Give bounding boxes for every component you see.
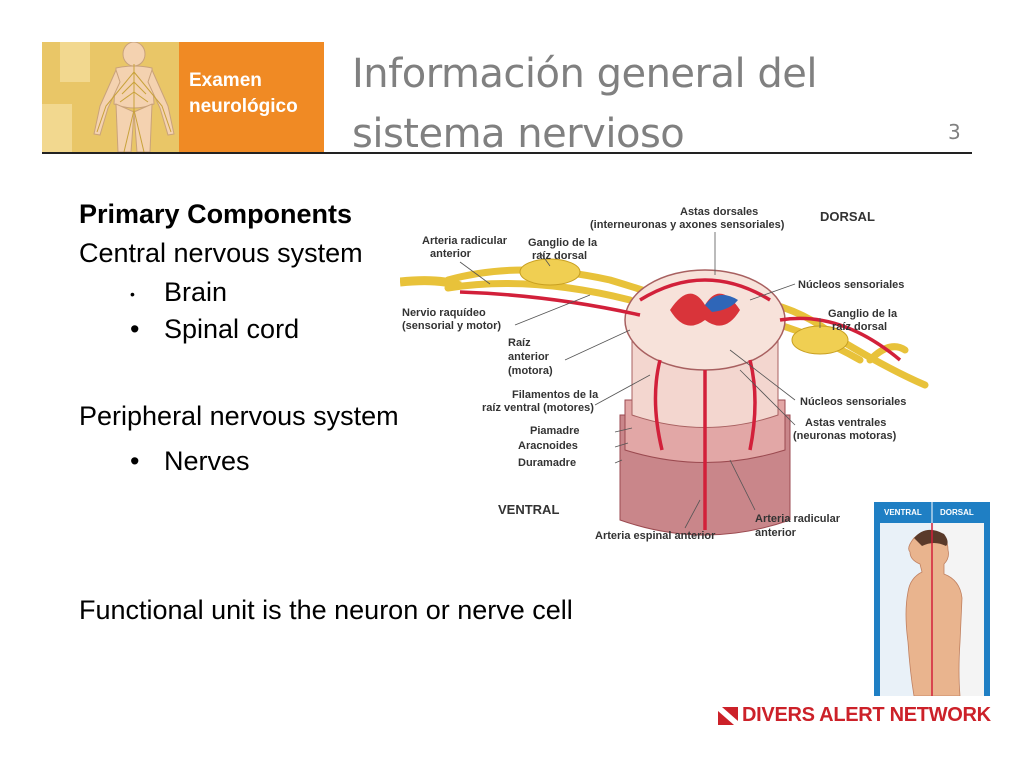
label-ventral: VENTRAL [498,502,559,517]
label-nucleos-sensoriales: Núcleos sensoriales [798,279,904,291]
label-raiz: Raíz [508,337,531,349]
label-raiz-motora: (motora) [508,365,553,377]
label-astas-dorsales: Astas dorsales [680,206,758,218]
body-label-dorsal: DORSAL [940,508,974,517]
label-astas-dorsales-sub: (interneuronas y axones sensoriales) [590,219,785,231]
list-item-spinal-cord: • Spinal cord [130,313,299,345]
label-nervio-raquideo: Nervio raquídeo [402,307,486,319]
badge-line-1: Examen [189,70,262,91]
badge-label: Examen neurológico [189,68,324,120]
label-arteria-radicular-sub: anterior [430,248,472,260]
leader-lines [459,232,821,529]
header-badge: Examen neurológico [42,42,324,152]
dorsal-ganglion-left [519,258,581,286]
list-item-nerves: • Nerves [130,445,250,477]
sensory-horn [705,295,738,312]
list-item-label: Nerves [164,446,250,476]
label-astas-ventrales: Astas ventrales [805,417,886,429]
body-label-ventral: VENTRAL [884,508,922,517]
arteries [459,278,902,530]
functional-unit-text: Functional unit is the neuron or nerve c… [79,595,573,625]
slide-number: 3 [948,120,961,144]
slide-title: Información general del sistema nervioso [352,44,912,164]
label-ganglio-right: Ganglio de la [828,308,898,320]
bullet-icon: • [130,314,140,344]
body-profile-illustration: VENTRAL DORSAL [874,502,990,697]
badge-label-panel: Examen neurológico [179,42,324,152]
badge-body-illustration [42,42,179,152]
bullet-icon: • [130,446,140,476]
label-nervio-raquideo-sub: (sensorial y motor) [402,320,501,332]
list-item-brain: • Brain [130,276,227,310]
primary-components-heading: Primary Components [79,199,353,229]
label-nucleos-sensoriales-2: Núcleos sensoriales [800,396,906,408]
label-arteria-espinal: Arteria espinal anterior [595,530,716,542]
spinal-cord-illustration: Astas dorsales (interneuronas y axones s… [399,206,929,542]
list-item-label: Brain [164,277,228,307]
label-ganglio-left-sub: raíz dorsal [532,250,587,262]
label-ganglio-right-sub: raíz dorsal [832,321,887,333]
label-dorsal: DORSAL [820,209,875,224]
label-duramadre: Duramadre [518,457,576,469]
title-divider [42,152,972,154]
logo-text: DIVERS ALERT NETWORK [742,704,991,726]
label-filamentos: Filamentos de la [512,389,599,401]
pns-label: Peripheral nervous system [79,401,399,431]
list-item-label: Spinal cord [164,314,300,344]
label-piamadre: Piamadre [530,425,580,437]
bullet-icon: • [130,285,135,302]
spinal-cord-diagram: Astas dorsales (interneuronas y axones s… [399,200,930,550]
label-aracnoides: Aracnoides [518,440,578,452]
nervous-system-body-icon [42,42,175,152]
label-arteria-radicular-bottom-sub: anterior [755,527,797,539]
label-arteria-radicular: Arteria radicular [422,235,508,247]
divers-alert-network-logo: DIVERS ALERT NETWORK [718,704,1002,730]
label-astas-ventrales-sub: (neuronas motoras) [793,430,897,442]
label-filamentos-sub: raíz ventral (motores) [482,402,594,414]
slide-title-line-1: Información general del [352,51,817,97]
cns-label: Central nervous system [79,238,363,268]
body-orientation-figure: VENTRAL DORSAL [874,502,990,697]
badge-line-2: neurológico [189,96,298,117]
dive-flag-icon [718,707,738,725]
label-ganglio-left: Ganglio de la [528,237,598,249]
label-raiz-anterior: anterior [508,351,550,363]
slide-title-line-2: sistema nervioso [352,111,685,157]
label-arteria-radicular-bottom: Arteria radicular [755,513,841,525]
